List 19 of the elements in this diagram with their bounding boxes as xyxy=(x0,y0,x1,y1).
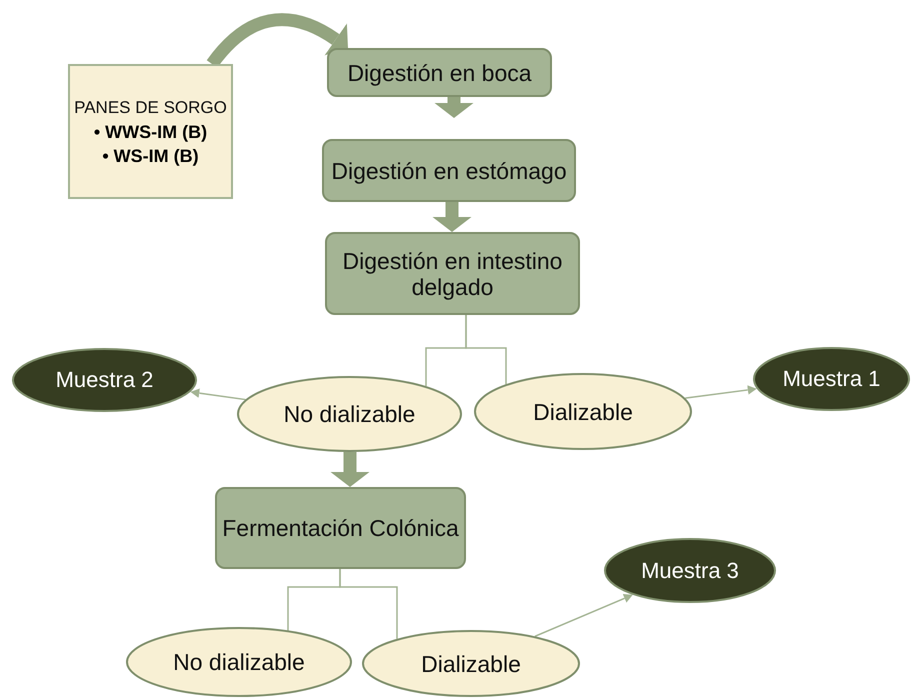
node-label: Fermentación Colónica xyxy=(222,515,459,541)
heading-text: PANES DE SORGO xyxy=(74,96,227,118)
node-label: Muestra 2 xyxy=(56,368,154,392)
node-label: Digestión en boca xyxy=(347,60,532,86)
node-label: Dializable xyxy=(421,650,521,676)
process-box xyxy=(325,232,580,315)
node-label: Digestión en intestino delgado xyxy=(342,248,564,300)
node-label: Muestra 3 xyxy=(641,558,739,582)
list-item: • WWS-IM (B) xyxy=(94,120,208,144)
node-label: No dializable xyxy=(284,401,416,427)
node-label: Dializable xyxy=(533,398,633,424)
process-box xyxy=(215,487,466,569)
node-label: Digestión en estómago xyxy=(331,158,567,184)
process-box xyxy=(327,48,552,97)
note-box xyxy=(68,64,233,199)
list-item: • WS-IM (B) xyxy=(101,144,200,168)
process-box xyxy=(322,139,576,202)
node-label: No dializable xyxy=(173,649,305,675)
node-label: Muestra 1 xyxy=(782,367,880,391)
